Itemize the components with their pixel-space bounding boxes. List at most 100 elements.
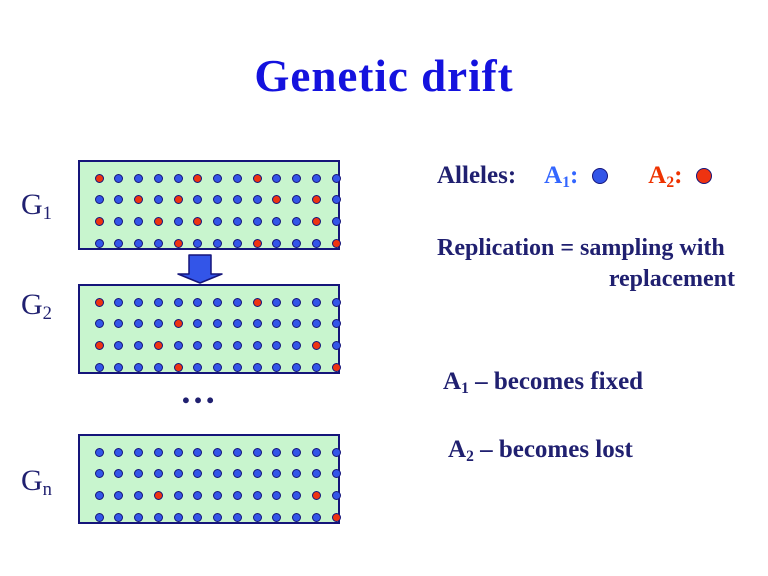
allele-a1-dot	[311, 173, 321, 183]
allele-a1-dot	[134, 238, 143, 248]
allele-a1-dot	[94, 195, 104, 205]
allele-a1-dot	[153, 238, 163, 248]
allele-a1-dot	[252, 512, 262, 522]
allele-a1-dot	[213, 319, 222, 329]
allele-a1-dot	[232, 297, 242, 307]
replication-text: Replication = sampling with replacement	[437, 233, 753, 295]
allele-a1-dot	[213, 447, 222, 457]
allele-a1-dot	[272, 238, 282, 248]
alleles-legend: Alleles: A1: A2:	[437, 162, 713, 191]
slide-title: Genetic drift	[254, 51, 514, 101]
allele-a1-dot	[272, 362, 282, 372]
generation-n-label: Gn	[21, 464, 52, 501]
allele-a1-dot	[193, 490, 203, 500]
allele-a1-dot	[153, 319, 163, 329]
allele-a2-dot	[311, 490, 321, 500]
allele-a1-dot	[173, 490, 183, 500]
allele-a2-dot	[134, 195, 143, 205]
generation-1-label: G1	[21, 188, 52, 225]
allele-a2-dot	[331, 238, 341, 248]
alleles-label: Alleles:	[437, 162, 517, 189]
allele-a1-dot	[292, 512, 301, 522]
allele-a1-dot	[193, 469, 203, 479]
allele-a1-dot	[232, 195, 242, 205]
allele-a1-dot	[153, 173, 163, 183]
allele-a1-dot	[114, 447, 124, 457]
allele-a1-dot	[134, 216, 143, 226]
allele-a1-dot	[292, 173, 301, 183]
allele-a1-dot	[252, 195, 262, 205]
allele-a1-dot	[193, 340, 203, 350]
allele-a2-dot	[153, 490, 163, 500]
allele-a1-dot	[272, 512, 282, 522]
allele-a1-dot	[252, 340, 262, 350]
allele-a1-dot	[134, 447, 143, 457]
allele-a1-dot	[114, 173, 124, 183]
allele-a1-dot	[173, 340, 183, 350]
allele-a1-dot	[213, 173, 222, 183]
allele-a1-dot	[252, 319, 262, 329]
allele-a1-dot	[153, 362, 163, 372]
allele-a1-dot	[193, 362, 203, 372]
allele-a1-dot-icon	[592, 168, 609, 184]
allele-a1-dot	[173, 469, 183, 479]
allele-a2-dot	[173, 319, 183, 329]
allele-a1-dot	[134, 362, 143, 372]
allele-a1-dot	[134, 340, 143, 350]
allele-a1-dot	[272, 216, 282, 226]
allele-a1-dot	[94, 490, 104, 500]
generation-n-population-box	[78, 434, 341, 524]
allele-a1-dot	[252, 447, 262, 457]
allele-a1-dot	[232, 216, 242, 226]
allele-a1-dot	[311, 238, 321, 248]
allele-a1-dot	[232, 469, 242, 479]
allele-a1-dot	[153, 512, 163, 522]
allele-a2-dot	[193, 216, 203, 226]
allele-a2-dot	[94, 340, 104, 350]
allele-a1-dot	[272, 490, 282, 500]
allele-a1-dot	[311, 297, 321, 307]
allele-a1-dot	[94, 362, 104, 372]
allele-a2-dot	[94, 173, 104, 183]
allele-a1-dot	[134, 512, 143, 522]
allele-a1-dot	[94, 512, 104, 522]
allele-a2-dot	[173, 238, 183, 248]
allele-a2-dot	[173, 362, 183, 372]
allele-a1-dot	[134, 173, 143, 183]
allele-a1-dot	[114, 512, 124, 522]
allele-a1-dot	[292, 195, 301, 205]
allele-a1-dot	[292, 362, 301, 372]
allele-a1-dot	[114, 469, 124, 479]
allele-a2-dot	[94, 216, 104, 226]
allele-a1-dot	[232, 319, 242, 329]
allele-a1-dot	[193, 195, 203, 205]
outcome-a1-fixed: A1 – becomes fixed	[443, 368, 644, 398]
allele-a1-dot	[272, 173, 282, 183]
allele-a1-dot	[213, 297, 222, 307]
allele-a1-dot	[331, 490, 341, 500]
allele-a1-dot	[153, 297, 163, 307]
allele-a2-dot	[193, 173, 203, 183]
allele-a1-dot	[173, 512, 183, 522]
allele-a1-dot	[272, 469, 282, 479]
allele-a1-dot	[331, 297, 341, 307]
allele-a1-dot	[193, 447, 203, 457]
allele-a2-dot	[252, 173, 262, 183]
allele-a1-dot	[252, 362, 262, 372]
allele-a1-dot	[331, 340, 341, 350]
allele-a1-dot	[272, 297, 282, 307]
allele-a1-dot	[292, 216, 301, 226]
allele-a1-dot	[311, 469, 321, 479]
allele-a1-dot	[134, 490, 143, 500]
allele-a1-dot	[153, 469, 163, 479]
allele-a2-dot	[94, 297, 104, 307]
allele-a1-dot	[331, 447, 341, 457]
allele-a1-dot	[292, 490, 301, 500]
allele-a1-dot	[331, 469, 341, 479]
allele-a1-dot	[331, 195, 341, 205]
allele-a1-dot	[272, 447, 282, 457]
allele-a2-dot	[153, 216, 163, 226]
allele-a1-dot	[292, 469, 301, 479]
allele-a1-dot	[272, 319, 282, 329]
allele-a1-dot	[173, 297, 183, 307]
